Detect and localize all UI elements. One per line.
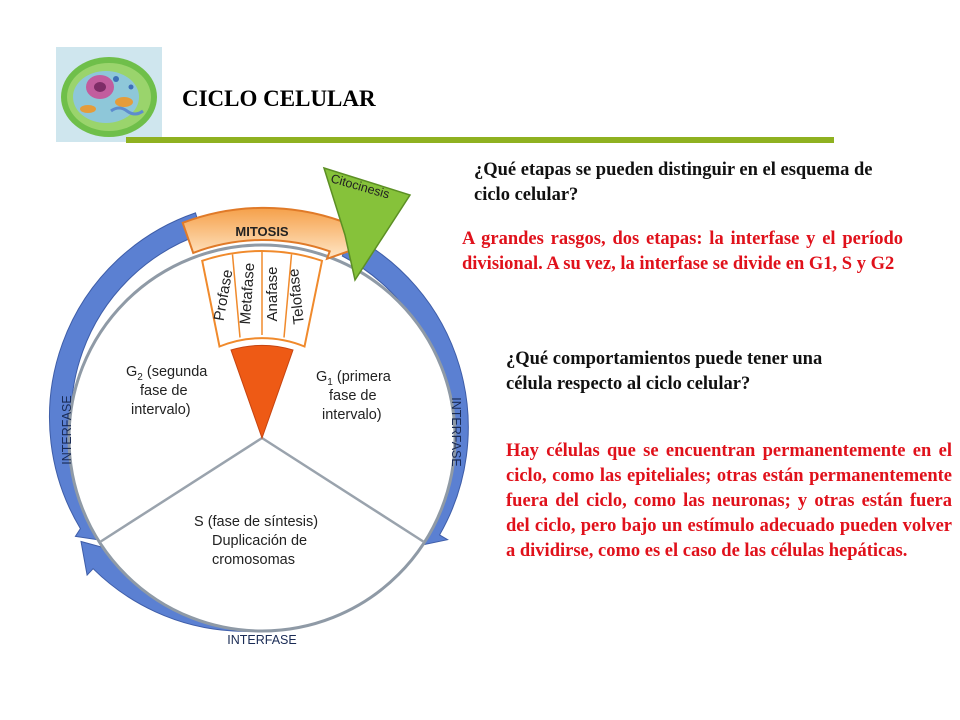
answer-2: Hay células que se encuentran permanente… [506,441,952,561]
phase-label-telofase: Telofase [285,268,308,325]
interphase-label-bottom: INTERFASE [227,633,296,647]
interphase-arrow-left [49,212,203,542]
title-underline [126,137,834,143]
g2-line2: fase de [140,383,188,399]
page-title: CICLO CELULAR [182,86,376,111]
s-phase-line3: cromosomas [212,552,295,568]
answer-1: A grandes rasgos, dos etapas: la interfa… [462,229,903,274]
phase-label-metafase: Metafase [237,262,258,325]
cytokinesis-band [322,166,412,282]
g2-label: G2 (segunda [126,364,208,383]
question-2: ¿Qué comportamientos puede tener una cél… [506,349,823,394]
g1-line3: intervalo) [322,407,382,423]
s-phase-line1: S (fase de síntesis) [194,514,318,530]
g1-line2: fase de [329,388,377,404]
s-phase-line2: Duplicación de [212,533,307,549]
inner-phase-wedge [230,344,294,440]
interphase-label-left: INTERFASE [60,395,74,464]
question-1: ¿Qué etapas se pueden distinguir en el e… [474,160,873,205]
cell-illustration-icon [56,47,162,142]
cell-cycle-diagram: Citocinesis MITOSIS Profase Metafase Ana… [49,166,469,647]
interphase-label-right: INTERFASE [449,397,463,466]
phase-label-anafase: Anafase [264,266,281,321]
g1-label: G1 (primera [316,369,392,388]
g2-line3: intervalo) [131,402,191,418]
mitosis-label: MITOSIS [235,224,289,239]
